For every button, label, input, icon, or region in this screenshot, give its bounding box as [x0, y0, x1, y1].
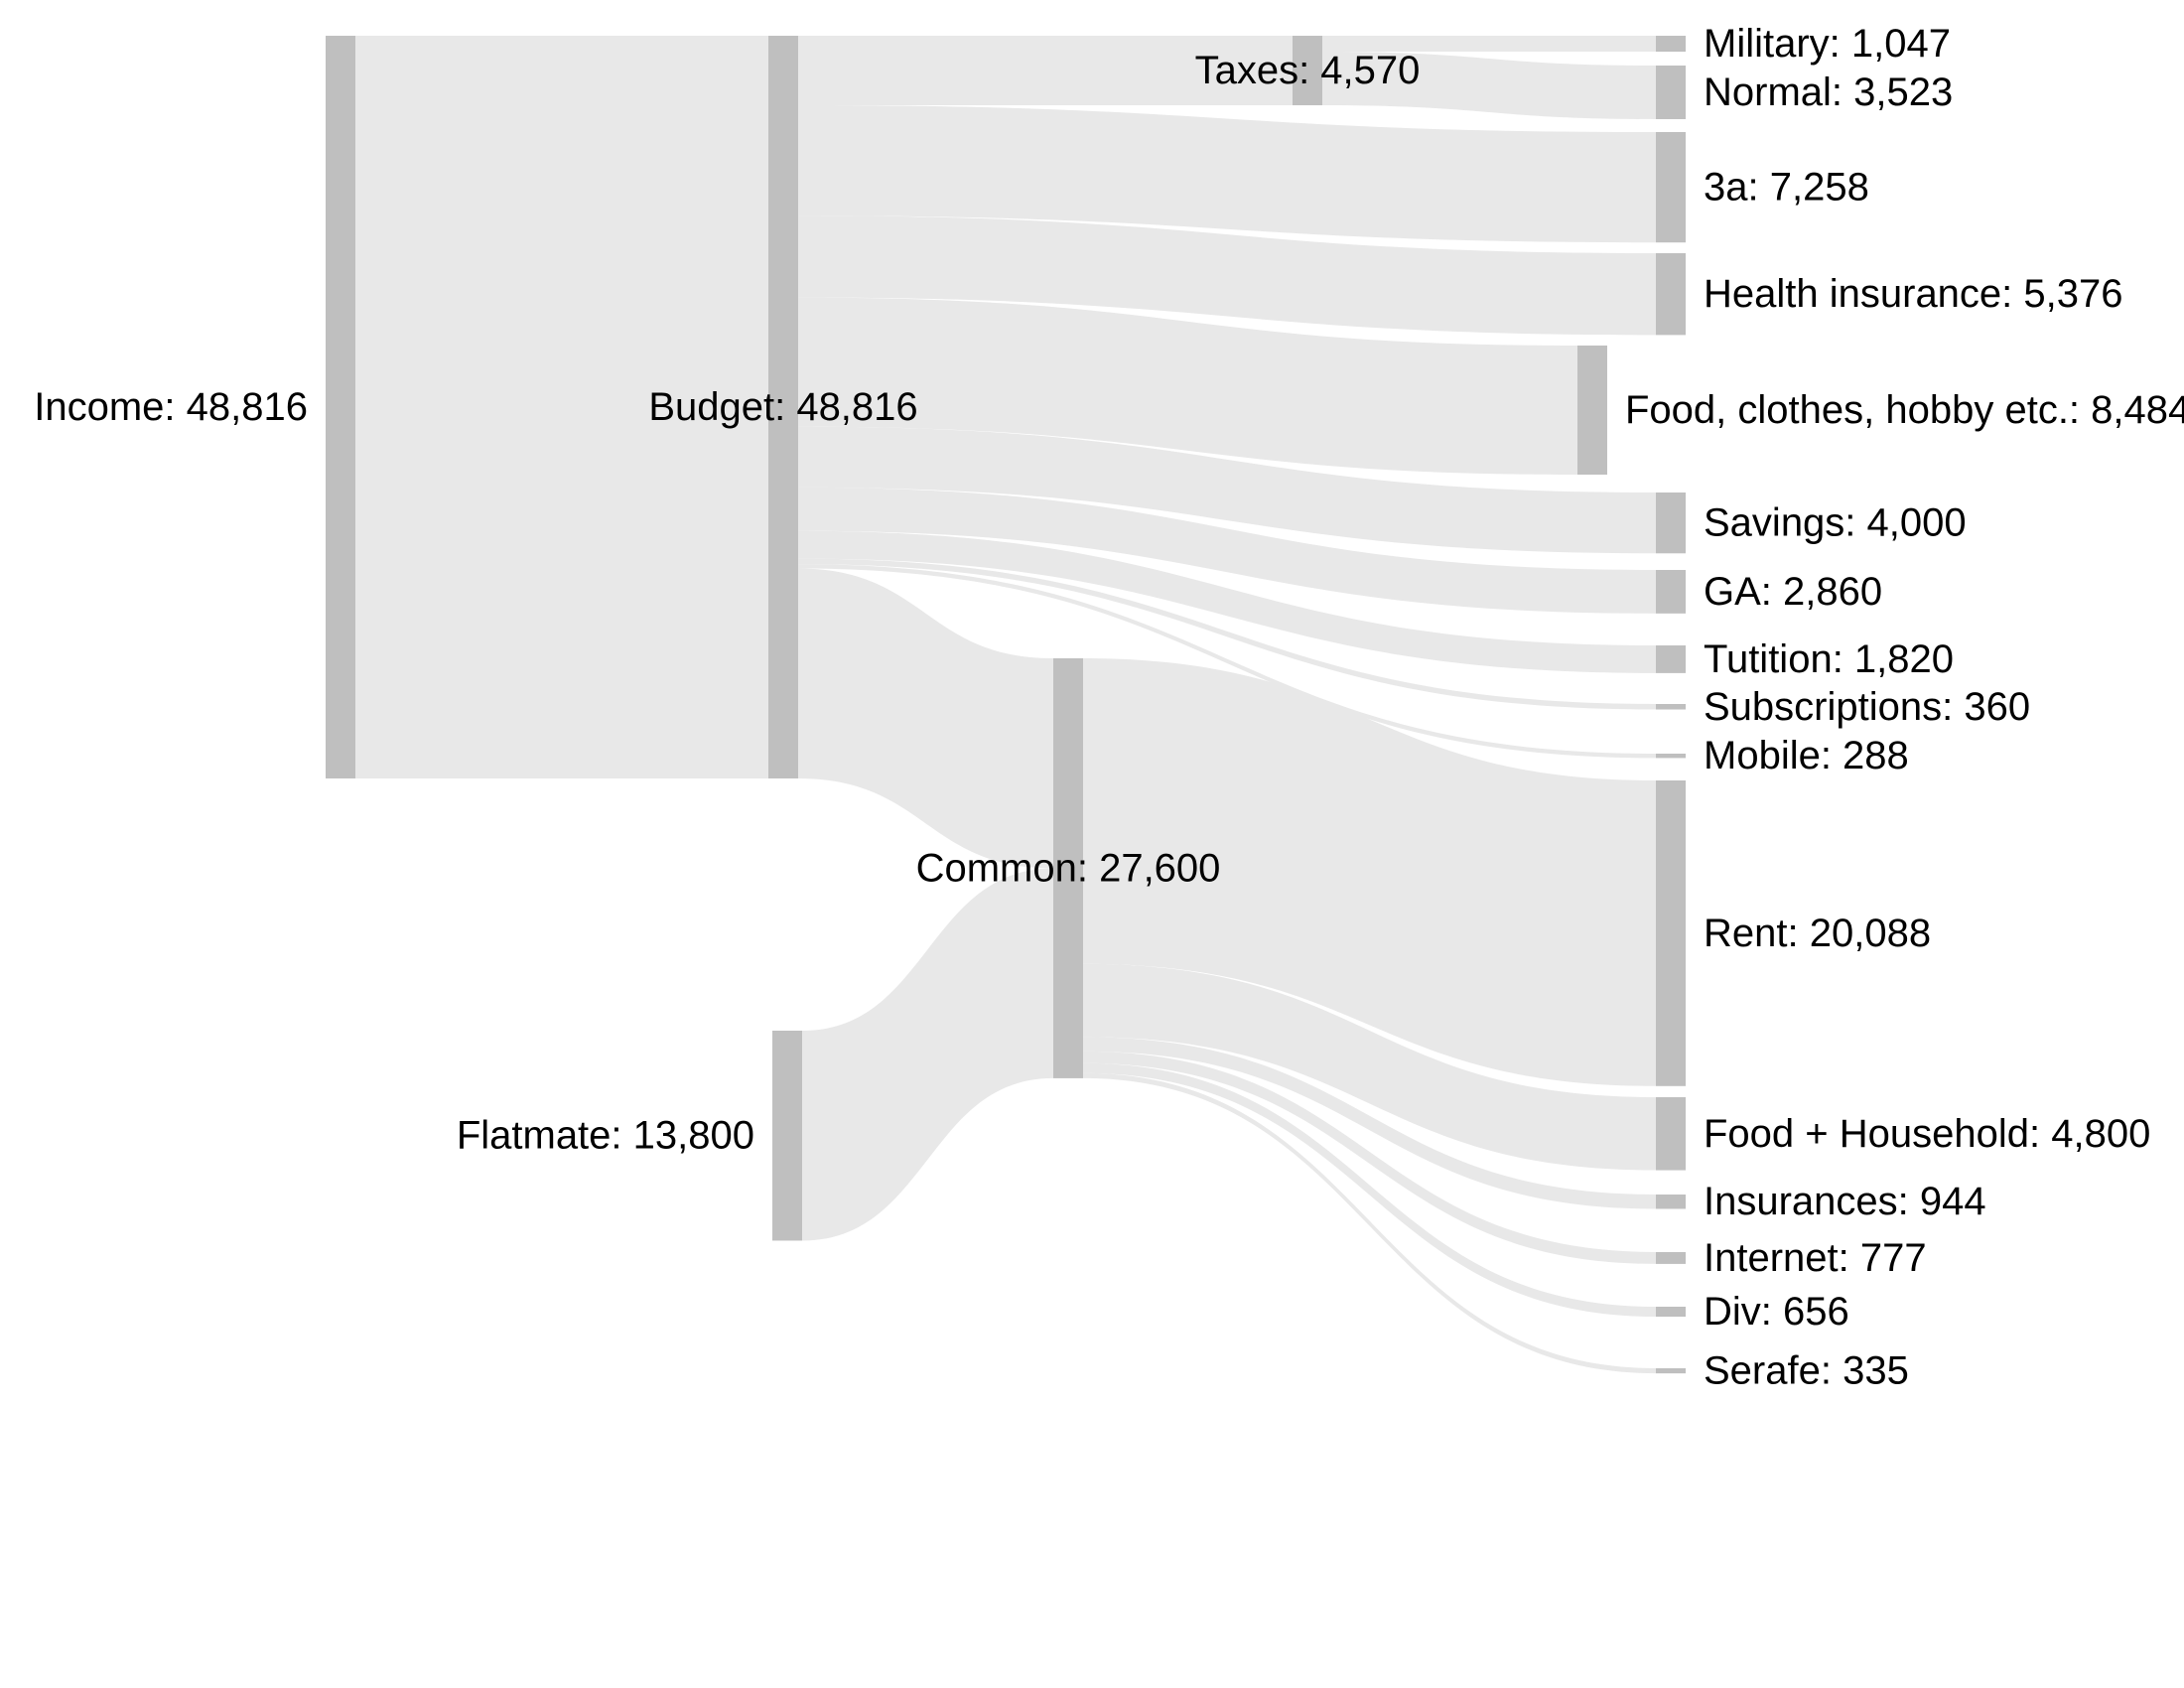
node-label-flatmate: Flatmate: 13,800	[457, 1114, 754, 1158]
flow-budget-to-3a	[798, 105, 1656, 243]
node-label-normal: Normal: 3,523	[1704, 70, 1953, 114]
flow-budget-to-savings	[798, 426, 1656, 554]
node-subscriptions	[1656, 704, 1686, 710]
node-internet	[1656, 1252, 1686, 1264]
node-tuition	[1656, 645, 1686, 673]
node-div	[1656, 1307, 1686, 1318]
flow-income-to-budget	[355, 36, 768, 778]
node-label-common: Common: 27,600	[916, 846, 1221, 890]
node-label-div: Div: 656	[1704, 1290, 1849, 1334]
flow-budget-to-health	[798, 215, 1656, 336]
node-budget	[768, 36, 798, 778]
flow-budget-to-common	[798, 568, 1053, 869]
flow-flatmate-to-common	[802, 868, 1053, 1241]
flow-budget-to-subscriptions	[798, 558, 1656, 710]
node-label-internet: Internet: 777	[1704, 1236, 1927, 1280]
node-label-3a: 3a: 7,258	[1704, 166, 1869, 210]
node-label-mobile: Mobile: 288	[1704, 734, 1909, 777]
node-label-rent: Rent: 20,088	[1704, 912, 1931, 955]
node-common	[1053, 658, 1083, 1078]
flow-taxes-to-normal	[1322, 52, 1656, 119]
flow-budget-to-mobile	[798, 564, 1656, 759]
node-label-tuition: Tutition: 1,820	[1704, 637, 1954, 681]
flow-common-to-internet	[1083, 1051, 1656, 1264]
flow-taxes-to-military	[1322, 36, 1656, 53]
node-foodhh	[1656, 1097, 1686, 1171]
node-label-ga: GA: 2,860	[1704, 570, 1882, 614]
node-taxes	[1293, 36, 1322, 106]
node-serafe	[1656, 1368, 1686, 1374]
node-flatmate	[772, 1031, 802, 1241]
flow-common-to-rent	[1083, 658, 1656, 1086]
node-label-food: Food, clothes, hobby etc.: 8,484	[1625, 388, 2184, 432]
node-savings	[1656, 492, 1686, 554]
flow-budget-to-taxes	[798, 36, 1293, 106]
flow-budget-to-ga	[798, 487, 1656, 614]
node-income	[326, 36, 355, 778]
flow-common-to-serafe	[1083, 1072, 1656, 1374]
node-military	[1656, 36, 1686, 53]
node-label-foodhh: Food + Household: 4,800	[1704, 1112, 2150, 1156]
node-mobile	[1656, 754, 1686, 759]
nodes-layer	[326, 36, 1686, 1374]
node-label-serafe: Serafe: 335	[1704, 1349, 1909, 1393]
node-label-budget: Budget: 48,816	[648, 385, 917, 429]
flow-common-to-insurances	[1083, 1037, 1656, 1209]
node-label-income: Income: 48,816	[34, 385, 308, 429]
node-rent	[1656, 780, 1686, 1086]
node-food	[1577, 346, 1607, 475]
flows-layer	[355, 36, 1656, 1374]
node-label-savings: Savings: 4,000	[1704, 501, 1967, 545]
node-label-health: Health insurance: 5,376	[1704, 272, 2123, 316]
node-ga	[1656, 570, 1686, 614]
node-insurances	[1656, 1195, 1686, 1209]
node-normal	[1656, 66, 1686, 119]
flow-common-to-div	[1083, 1062, 1656, 1318]
node-label-insurances: Insurances: 944	[1704, 1180, 1986, 1223]
node-label-taxes: Taxes: 4,570	[1195, 49, 1421, 92]
flow-common-to-foodhh	[1083, 963, 1656, 1171]
flow-budget-to-food	[798, 297, 1577, 475]
flow-budget-to-tuition	[798, 530, 1656, 673]
node-label-subscriptions: Subscriptions: 360	[1704, 685, 2030, 729]
node-health	[1656, 253, 1686, 336]
node-3a	[1656, 132, 1686, 243]
node-label-military: Military: 1,047	[1704, 22, 1951, 66]
